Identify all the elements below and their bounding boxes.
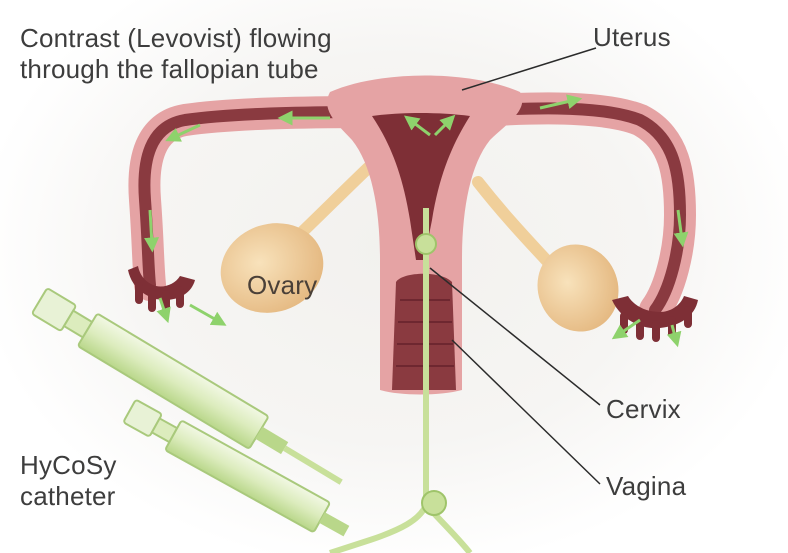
catheter-junction — [421, 490, 447, 516]
uterus-label: Uterus — [593, 22, 671, 52]
vagina-leader — [451, 339, 601, 485]
left-ovary — [220, 223, 324, 313]
vagina-label: Vagina — [606, 471, 687, 501]
right-ovarian-ligament — [472, 176, 554, 268]
uterine-cavity — [372, 113, 470, 260]
hycosy-label-line2: catheter — [20, 481, 116, 511]
cervix-label: Cervix — [606, 394, 681, 424]
contrast-flow-arrows — [144, 94, 689, 348]
uterus-leader — [461, 47, 597, 91]
contrast-label-line2: through the fallopian tube — [20, 54, 319, 84]
right-ovary — [537, 244, 619, 332]
hycosy-label-line1: HyCoSy — [20, 450, 117, 480]
contrast-label-line1: Contrast (Levovist) flowing — [20, 23, 332, 53]
ovary-label: Ovary — [247, 270, 318, 300]
cervix-leader — [429, 267, 601, 406]
syringe-upper — [31, 288, 343, 485]
contrast-label: Contrast (Levovist) flowing through the … — [20, 23, 332, 85]
leader-lines — [429, 47, 601, 485]
syringe-lower — [123, 399, 350, 537]
left-ovarian-ligament — [290, 162, 374, 244]
catheter-balloon — [415, 233, 437, 255]
hycosy-catheter-label: HyCoSy catheter — [20, 450, 117, 512]
